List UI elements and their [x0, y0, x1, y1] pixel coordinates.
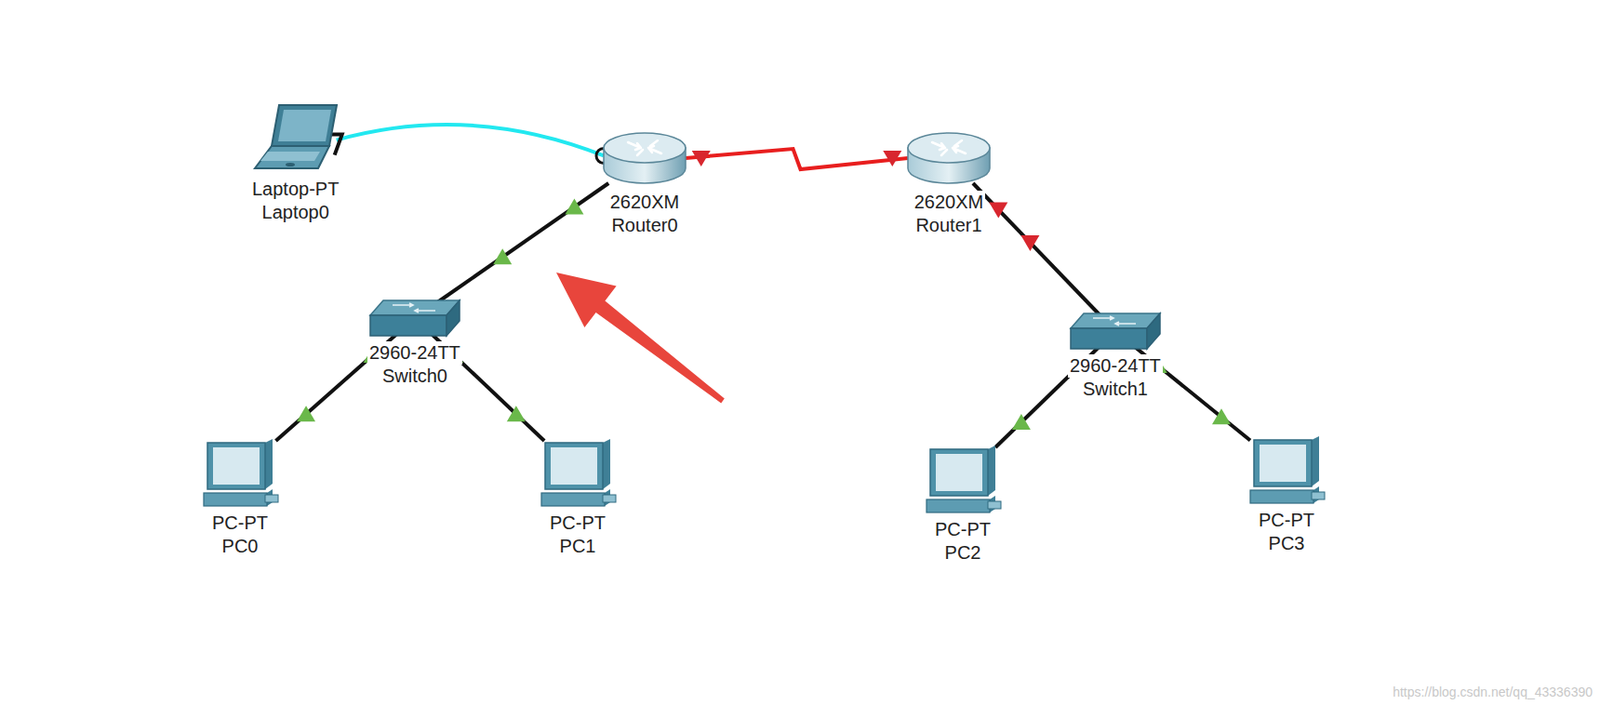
network-device: 2620XMRouter0 [600, 129, 690, 238]
device-icon [251, 101, 341, 174]
port-status [296, 405, 316, 422]
network-device: PC-PTPC0 [200, 437, 280, 559]
device-icon [922, 443, 1003, 515]
device-name: Laptop0 [260, 200, 332, 225]
annotation-arrow [556, 272, 725, 403]
device-model: 2960-24TT [1067, 354, 1163, 378]
device-icon [537, 437, 618, 508]
port-status [493, 248, 512, 265]
device-model: 2960-24TT [367, 341, 463, 365]
device-icon [1068, 311, 1162, 351]
device-model: PC-PT [547, 511, 608, 535]
device-icon [200, 437, 280, 508]
network-device: PC-PTPC1 [537, 437, 618, 559]
device-name: PC0 [220, 534, 261, 559]
device-name: Switch1 [1080, 377, 1150, 401]
port-status [988, 201, 1008, 218]
device-icon [1246, 434, 1327, 506]
port-status [506, 405, 526, 422]
network-device: 2960-24TTSwitch0 [367, 298, 463, 388]
serial-link [685, 148, 908, 170]
device-model: 2620XM [912, 190, 987, 214]
device-name: Router1 [913, 213, 984, 238]
device-icon [600, 129, 690, 187]
console-link [336, 124, 604, 156]
device-model: PC-PT [210, 511, 270, 535]
device-model: PC-PT [933, 518, 993, 542]
port-status [1020, 235, 1040, 252]
device-name: PC2 [943, 541, 984, 565]
network-device: PC-PTPC3 [1246, 434, 1327, 556]
device-icon [904, 129, 994, 187]
network-device: PC-PTPC2 [922, 443, 1003, 565]
device-model: PC-PT [1256, 508, 1317, 533]
device-name: PC1 [558, 534, 599, 559]
port-status [1212, 408, 1231, 425]
device-name: Switch0 [380, 364, 450, 388]
port-status [1012, 413, 1031, 430]
device-icon [368, 298, 462, 338]
device-name: Router0 [609, 213, 680, 238]
network-device: Laptop-PTLaptop0 [250, 101, 341, 225]
watermark: https://blog.csdn.net/qq_43336390 [1392, 684, 1593, 700]
network-device: 2960-24TTSwitch1 [1067, 311, 1163, 401]
port-status [882, 150, 902, 167]
eth-link [973, 183, 1101, 316]
device-name: PC3 [1266, 532, 1307, 556]
device-model: 2620XM [608, 190, 682, 214]
port-status [692, 150, 711, 167]
port-status [564, 199, 584, 215]
device-model: Laptop-PT [250, 177, 341, 201]
network-device: 2620XMRouter1 [904, 129, 994, 238]
